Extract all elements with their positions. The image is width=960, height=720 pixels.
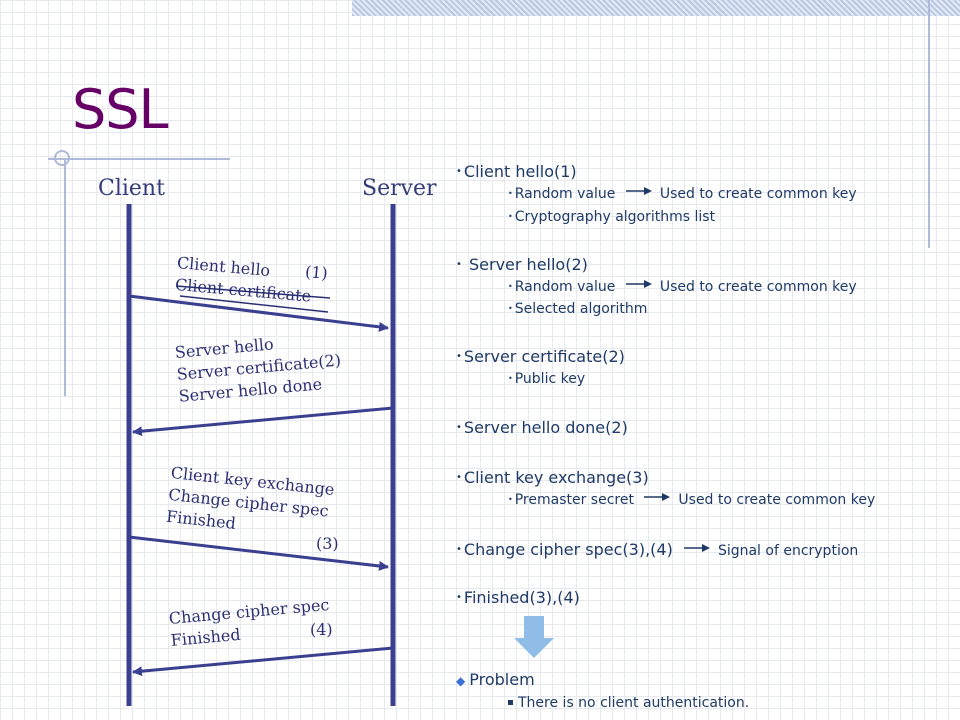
top-decor-band — [352, 0, 960, 16]
note-client-key-exchange: •Client key exchange(3) — [456, 468, 649, 487]
note-server-hello: • Server hello(2) — [456, 255, 588, 274]
slide-title: SSL — [72, 78, 169, 141]
arrow-right-icon — [683, 544, 710, 552]
message-tag-4: (4) — [310, 620, 333, 639]
diamond-bullet-icon: ◆ — [456, 674, 466, 688]
note-change-cipher-spec: •Change cipher spec(3),(4) Signal of enc… — [456, 540, 859, 559]
message-arrow-4 — [132, 646, 394, 677]
square-bullet-icon — [508, 700, 513, 705]
decor-line-left — [64, 160, 66, 396]
arrow-right-icon — [625, 280, 652, 288]
arrow-right-icon — [625, 187, 652, 195]
decor-line-right — [928, 0, 930, 248]
server-lifeline-label: Server — [362, 176, 437, 201]
message-tag-3: (3) — [316, 534, 339, 553]
title-circle-decor — [54, 150, 70, 166]
message-arrow-2 — [132, 406, 394, 437]
note-item: •Cryptography algorithms list — [508, 209, 716, 225]
problem-heading: ◆Problem — [456, 670, 535, 689]
arrow-right-icon — [644, 493, 671, 501]
message-arrow-3 — [128, 535, 389, 571]
note-finished: •Finished(3),(4) — [456, 588, 580, 607]
note-item: •Public key — [508, 371, 586, 387]
problem-item: There is no client authentication. — [508, 695, 749, 711]
note-server-certificate: •Server certificate(2) — [456, 347, 625, 366]
note-item: •Premaster secret Used to create common … — [508, 492, 876, 508]
strike-line-bottom — [179, 295, 329, 313]
note-server-hello-done: •Server hello done(2) — [456, 418, 628, 437]
note-item: •Selected algorithm — [508, 301, 648, 317]
note-item: •Random value Used to create common key — [508, 279, 857, 295]
title-underline — [48, 158, 230, 160]
message-arrow-1 — [128, 294, 389, 332]
strike-line-top — [175, 285, 331, 299]
note-item: •Random value Used to create common key — [508, 186, 857, 202]
note-client-hello: •Client hello(1) — [456, 162, 577, 181]
message-tag-1: (1) — [304, 262, 329, 283]
down-arrow-icon — [514, 616, 554, 658]
client-lifeline-label: Client — [98, 176, 165, 201]
